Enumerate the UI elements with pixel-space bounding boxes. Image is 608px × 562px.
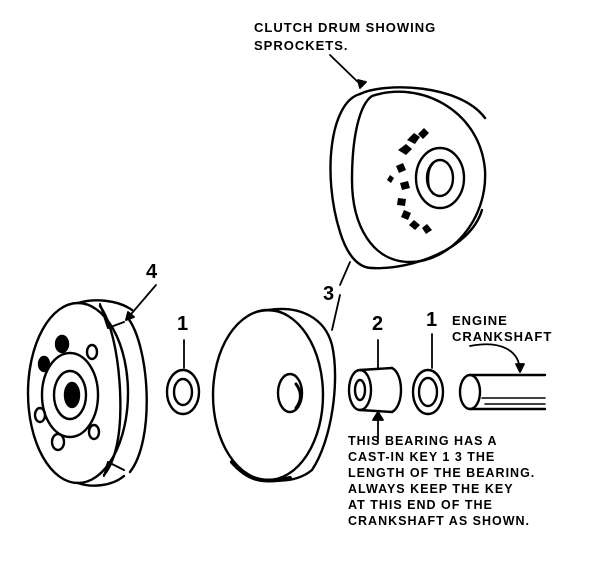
part-number-3: 3 [323,283,335,305]
part-number-4: 4 [146,261,158,283]
engine-caption-line-2: CRANKSHAFT [452,329,553,344]
clutch-shoe-assembly [26,299,148,487]
drum-caption-line-1: CLUTCH DRUM SHOWING [254,20,437,35]
upper-clutch-drum [329,86,487,270]
engine-crankshaft [458,373,547,411]
bearing-note-line-5: AT THIS END OF THE [348,498,493,512]
leader-lines [125,54,525,441]
bearing-note-line-1: THIS BEARING HAS A [348,434,498,448]
part-number-2: 2 [372,313,384,335]
engine-caption-line-1: ENGINE [452,313,508,328]
sprocket-teeth [387,128,432,234]
part-number-1-left: 1 [177,313,189,335]
washer-left [165,368,201,416]
drum-caption-line-2: SPROCKETS. [254,38,349,53]
needle-bearing [347,366,403,414]
bearing-note-line-4: ALWAYS KEEP THE KEY [348,482,514,496]
part-number-1-right: 1 [426,309,438,331]
bearing-note-line-2: CAST-IN KEY 1 3 THE [348,450,496,464]
bearing-note-line-3: LENGTH OF THE BEARING. [348,466,536,480]
lower-clutch-drum [211,307,337,483]
bearing-note-line-6: CRANKSHAFT AS SHOWN. [348,514,531,528]
washer-right [411,368,445,416]
